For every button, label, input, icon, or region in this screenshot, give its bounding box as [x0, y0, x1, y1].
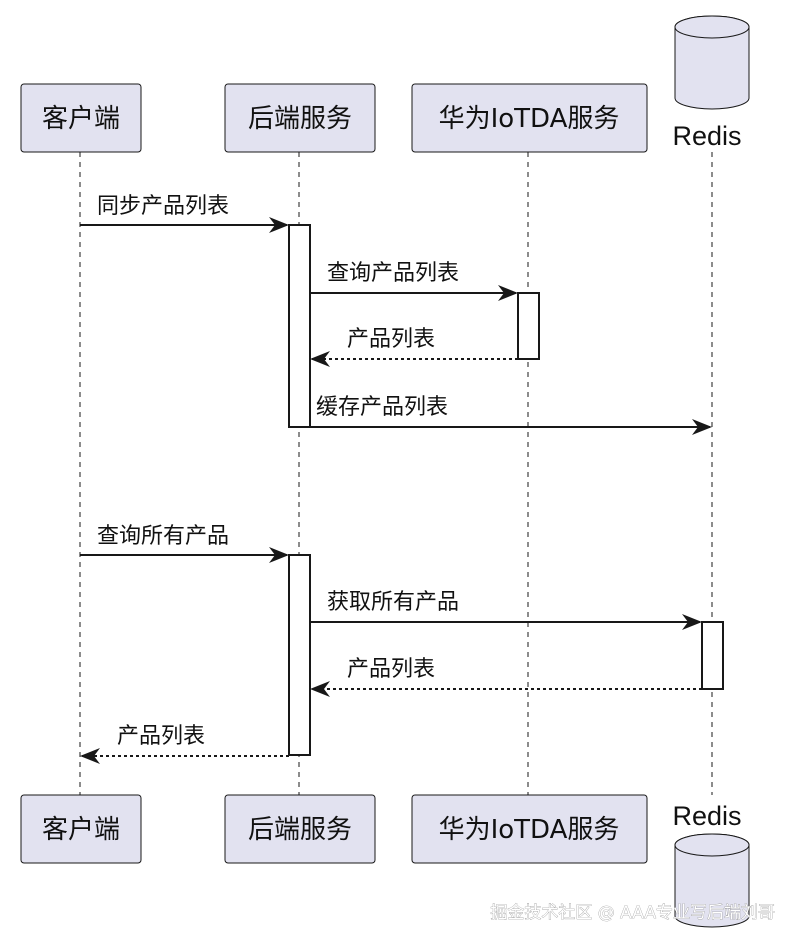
message-2-label: 查询产品列表 [327, 261, 459, 286]
activation-backend-2 [288, 554, 311, 756]
participant-backend-bottom: 后端服务 [224, 794, 376, 864]
participant-iotda-top-label: 华为IoTDA服务 [439, 104, 620, 134]
message-4: 缓存产品列表 [310, 395, 712, 435]
participant-client-top-label: 客户端 [42, 104, 120, 134]
participant-client-bottom-label: 客户端 [42, 815, 120, 845]
participant-redis-top: Redis [672, 15, 750, 151]
participant-backend-top-label: 后端服务 [248, 104, 352, 134]
message-3-label: 产品列表 [347, 327, 435, 352]
participant-redis-bottom-label: Redis [672, 801, 741, 831]
watermark: 掘金技术社区 @ AAA专业写后端刘哥 [490, 903, 775, 923]
message-1-label: 同步产品列表 [97, 194, 229, 219]
participant-client-bottom: 客户端 [20, 794, 142, 864]
activation-redis-1 [701, 621, 724, 690]
message-8: 产品列表 [80, 724, 289, 764]
participant-redis-bottom: Redis [672, 801, 750, 928]
message-5: 查询所有产品 [80, 524, 289, 563]
participant-iotda-bottom-label: 华为IoTDA服务 [439, 815, 620, 845]
participant-client-top: 客户端 [20, 83, 142, 153]
participant-iotda-top: 华为IoTDA服务 [411, 83, 648, 153]
message-1: 同步产品列表 [80, 194, 289, 233]
message-2: 查询产品列表 [310, 261, 518, 301]
message-7-label: 产品列表 [347, 657, 435, 682]
message-3: 产品列表 [310, 327, 518, 367]
activation-backend-1 [288, 224, 311, 428]
participant-backend-bottom-label: 后端服务 [248, 815, 352, 845]
message-7: 产品列表 [310, 657, 702, 697]
activation-iotda-1 [517, 292, 540, 360]
message-6: 获取所有产品 [310, 590, 702, 630]
participant-backend-top: 后端服务 [224, 83, 376, 153]
message-5-label: 查询所有产品 [97, 524, 229, 549]
message-8-label: 产品列表 [117, 724, 205, 749]
message-4-label: 缓存产品列表 [316, 395, 448, 420]
participant-redis-top-label: Redis [672, 121, 741, 151]
participant-iotda-bottom: 华为IoTDA服务 [411, 794, 648, 864]
message-6-label: 获取所有产品 [327, 590, 459, 615]
